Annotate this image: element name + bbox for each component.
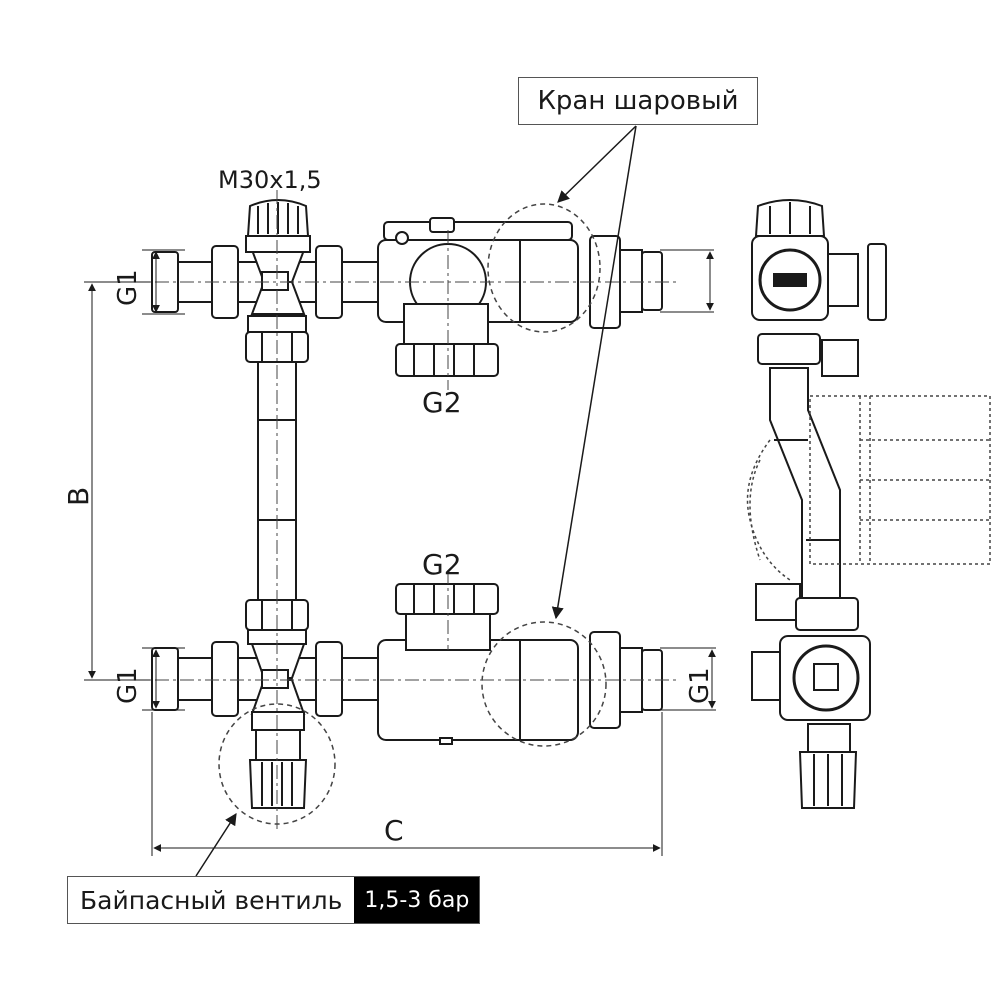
side-view	[751, 199, 887, 809]
dimension-b-label: B	[62, 487, 95, 506]
dimension-lines	[84, 249, 716, 856]
ball-valve-callout: Кран шаровый	[518, 77, 758, 125]
top-rail	[151, 199, 663, 377]
centerlines	[130, 190, 680, 830]
highlight-circles	[218, 203, 607, 825]
bottom-rail	[151, 583, 663, 809]
bypass-pressure-badge: 1,5-3 бар	[354, 877, 480, 923]
thread-m30-label: M30x1,5	[218, 166, 322, 194]
ball-valve-callout-text: Кран шаровый	[537, 86, 739, 116]
leader-lines	[195, 125, 637, 877]
dimension-c-label: C	[384, 814, 404, 847]
g1-right-bottom-label: G1	[685, 667, 715, 704]
bypass-valve-callout-text: Байпасный вентиль	[80, 885, 343, 915]
g2-bottom-label: G2	[422, 548, 462, 581]
bypass-pipe	[257, 361, 297, 603]
g1-left-bottom-label: G1	[113, 667, 143, 704]
pump-outline	[746, 395, 991, 581]
g1-left-top-label: G1	[113, 269, 143, 306]
g2-top-label: G2	[422, 386, 462, 419]
bypass-valve-callout: Байпасный вентиль 1,5-3 бар	[67, 876, 481, 924]
